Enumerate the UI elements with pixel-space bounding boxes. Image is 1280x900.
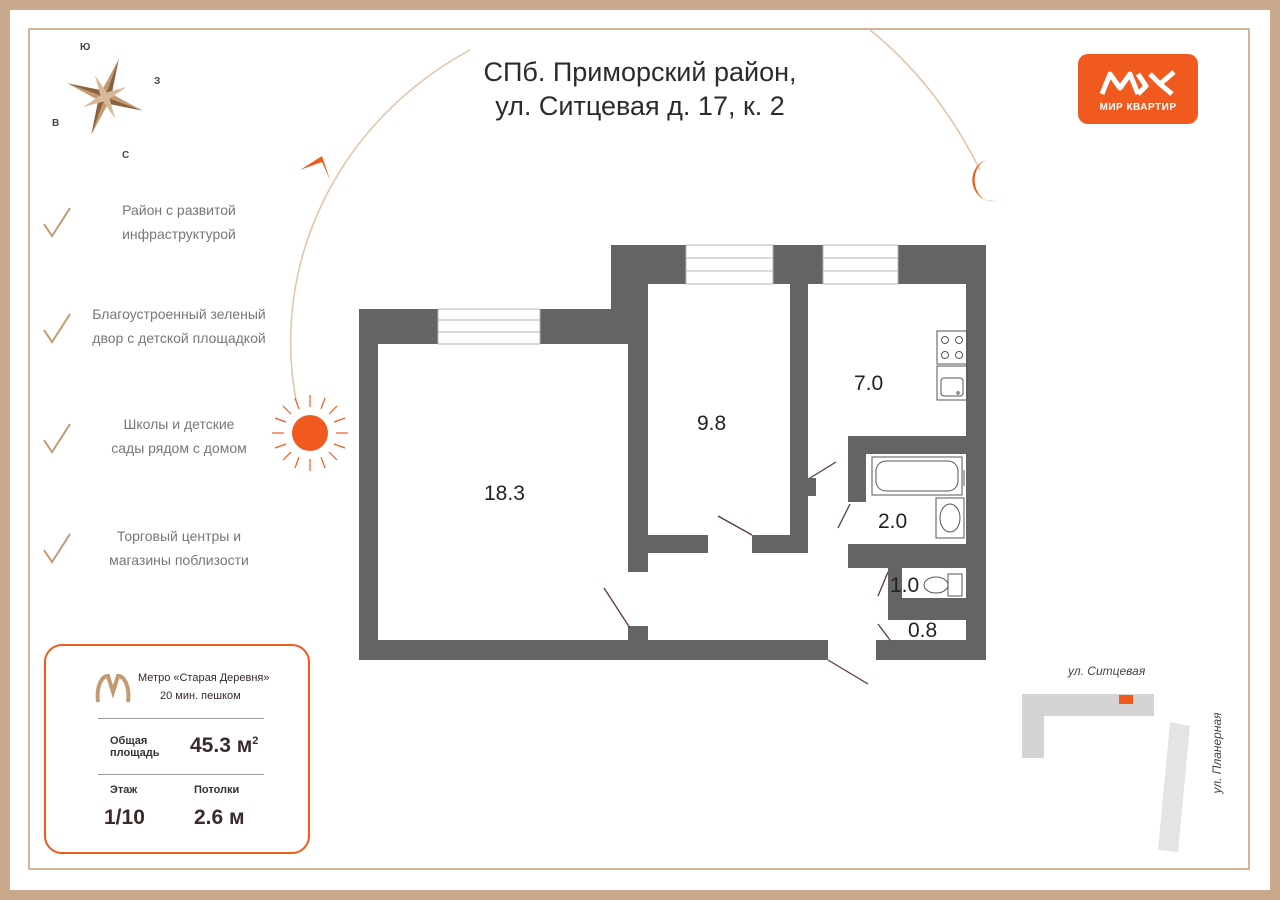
compass-label-east: В: [52, 118, 60, 129]
sun-icon: [272, 395, 348, 471]
compass-rose-icon: [67, 59, 143, 135]
check-icon: [43, 533, 71, 564]
feature-item-2: Благоустроенный зеленый двор с детской п…: [92, 306, 266, 346]
feature-item-3: Школы и детские сады рядом с домом: [111, 416, 247, 456]
room-area-label: 0.8: [908, 619, 938, 642]
floor-value: 1/10: [104, 806, 145, 829]
street-label-horizontal: ул. Ситцевая: [1068, 664, 1146, 678]
card-divider: [98, 718, 264, 719]
logo-mark-icon: [1099, 70, 1176, 96]
metro-logo-icon: [95, 673, 131, 703]
check-icon: [43, 313, 71, 344]
address-line-2: ул. Ситцевая д. 17, к. 2: [495, 91, 785, 121]
area-label-1: Общая: [110, 735, 148, 747]
room-area-label: 1.0: [890, 574, 920, 597]
area-label-2: площадь: [110, 747, 160, 759]
compass-label-south: Ю: [80, 42, 91, 53]
address-line-1: СПб. Приморский район,: [483, 57, 797, 87]
compass-label-north: С: [122, 150, 130, 161]
info-card: Метро «Старая Деревня» 20 мин. пешком Об…: [44, 644, 310, 854]
room-area-label: 2.0: [878, 510, 908, 533]
room-area-label: 7.0: [854, 372, 884, 395]
room-area-label: 9.8: [697, 412, 727, 435]
check-icon: [43, 423, 71, 454]
feature-item-4: Торговый центры и магазины поблизости: [109, 528, 249, 568]
street-label-vertical: ул. Планерная: [1210, 712, 1224, 794]
feature-item-1: Район с развитой инфраструктурой: [122, 202, 236, 242]
area-value: 45.3 м2: [190, 734, 259, 757]
ceiling-label: Потолки: [194, 784, 240, 796]
check-icon: [43, 207, 71, 238]
ceiling-value: 2.6 м: [194, 806, 245, 829]
logo-text: МИР КВАРТИР: [1099, 102, 1177, 113]
metro-name: Метро «Старая Деревня»: [138, 672, 270, 684]
inner-border: [28, 28, 1250, 870]
card-divider: [98, 774, 264, 775]
compass-label-west: З: [154, 76, 161, 87]
address-title: СПб. Приморский район, ул. Ситцевая д. 1…: [400, 55, 880, 123]
arrow-icon: [300, 156, 330, 180]
room-area-label: 18.3: [484, 482, 525, 505]
metro-distance: 20 мин. пешком: [160, 690, 241, 702]
brand-logo: МИР КВАРТИР: [1078, 54, 1198, 124]
floor-label: Этаж: [110, 784, 138, 796]
